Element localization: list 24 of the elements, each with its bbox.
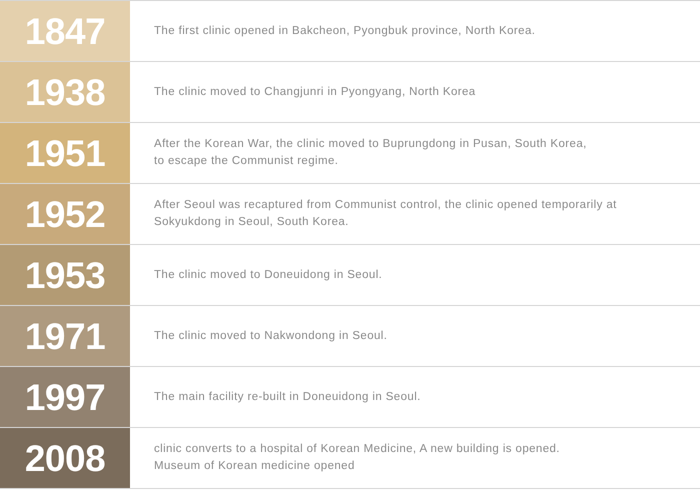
event-description: After Seoul was recaptured from Communist control, the clinic opened temporarily at Sokyukdong in Seoul, South Korea.: [154, 198, 618, 230]
event-description: The clinic moved to Changjunri in Pyongyang, North Korea: [154, 84, 476, 100]
event-description: The clinic moved to Doneuidong in Seoul.: [154, 268, 382, 282]
event-description: The clinic moved to Nakwondong in Seoul.: [154, 328, 388, 344]
year-label: 1847: [24, 12, 106, 50]
year-label: 1953: [24, 256, 106, 294]
year-label: 1952: [24, 196, 106, 232]
year-panel: [0, 428, 130, 488]
event-description: clinic converts to a hospital of Korean Medicine, A new building is opened. Museum of Korean medicine opened: [154, 442, 561, 474]
year-panel: [0, 245, 130, 305]
year-panel: [0, 306, 130, 366]
event-description: The first clinic opened in Bakcheon, Pyongbuk province, North Korea.: [154, 24, 536, 38]
year-label: 1938: [24, 74, 106, 110]
year-label: 1997: [24, 378, 106, 416]
event-description: The main facility re-built in Doneuidong in Seoul.: [154, 390, 421, 404]
year-label: 1951: [24, 134, 106, 172]
year-panel: [0, 184, 130, 244]
year-panel: [0, 367, 130, 427]
year-panel: [0, 1, 130, 61]
year-panel: [0, 123, 130, 183]
year-panel: [0, 62, 130, 122]
event-description: After the Korean War, the clinic moved to Buprungdong in Pusan, South Korea, to escape the Communist regime.: [154, 137, 588, 169]
year-label: 1971: [24, 318, 106, 354]
year-label: 2008: [24, 440, 106, 476]
